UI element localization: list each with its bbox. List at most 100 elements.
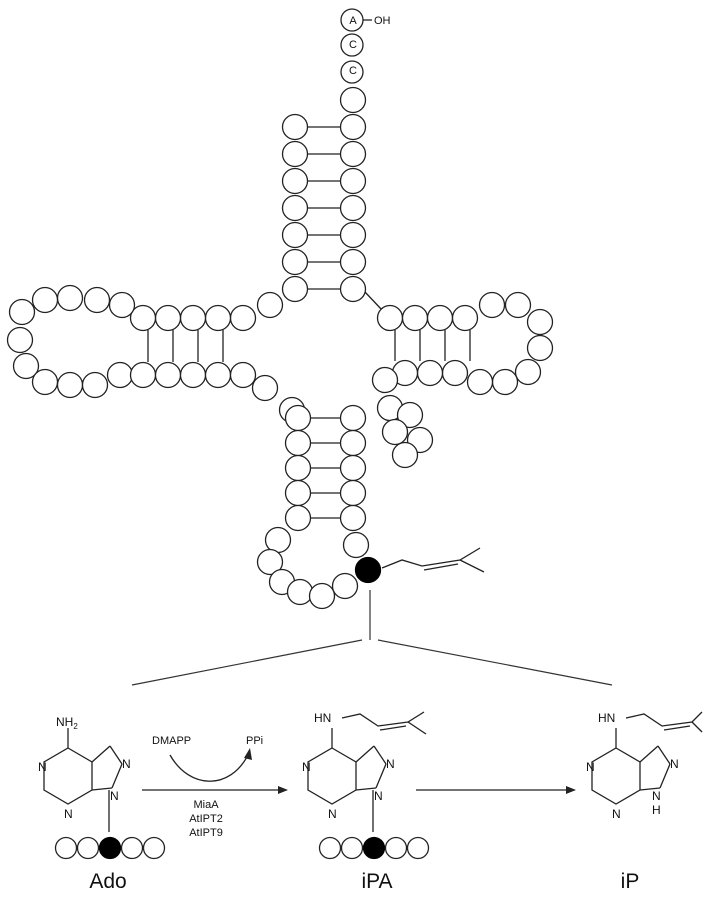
ado-strand-nucleotide (76, 836, 100, 860)
acceptor-stem-nucleotide (281, 167, 309, 195)
ip-h9: H (652, 803, 661, 817)
anticodon-stem-nucleotide (284, 479, 312, 507)
t-arm-nucleotide (416, 359, 444, 387)
anticodon-stem-nucleotide (284, 404, 312, 432)
d-arm-nucleotide (129, 361, 157, 389)
backbone-connector (364, 291, 383, 311)
ipa-strand-nucleotide (318, 836, 342, 860)
acceptor-oh: OH (374, 15, 391, 27)
ip-n7: N (670, 757, 679, 771)
acceptor-stem-nucleotide (339, 221, 367, 249)
ado-n7: N (122, 757, 131, 771)
d-arm-nucleotide (204, 361, 232, 389)
anticodon-loop-nucleotide (342, 531, 370, 559)
t-arm-nucleotide (526, 308, 554, 336)
acceptor-stem-nucleotide (281, 275, 309, 303)
ip-structure: HN N N N N H (586, 711, 703, 821)
ipa-strand-nucleotide (406, 836, 430, 860)
ipa-strand-nucleotide (362, 836, 386, 860)
acceptor-stem-nucleotide (339, 248, 367, 276)
t-arm-nucleotide (381, 418, 409, 446)
d-arm-nucleotide (83, 286, 111, 314)
ipa-n1: N (302, 760, 311, 774)
t-arm-nucleotide (504, 291, 532, 319)
anticodon-stem-nucleotide (339, 429, 367, 457)
enzyme-atipt2: AtIPT2 (189, 813, 223, 825)
d-arm-nucleotide (154, 304, 182, 332)
anticodon-stem-nucleotide (339, 454, 367, 482)
t-arm-nucleotide (426, 304, 454, 332)
acceptor-letter-c2: C (349, 65, 357, 77)
acceptor-stem-nucleotide (339, 194, 367, 222)
t-arm-nucleotide (526, 334, 554, 362)
d-arm-nucleotide (179, 361, 207, 389)
reaction-arrowhead-1 (278, 786, 288, 794)
anticodon-loop-nucleotide (264, 526, 292, 554)
anticodon-loop-nucleotide (308, 582, 336, 610)
acceptor-cca-nucleotide (340, 60, 364, 84)
adenosine-structure: NH2 N N N N (38, 715, 131, 832)
ipa-strand-nucleotide (340, 836, 364, 860)
acceptor-stem-nucleotide (281, 221, 309, 249)
trna-nucleotides (6, 8, 554, 610)
rna-strand-fragments (54, 836, 430, 860)
d-arm-nucleotide (31, 368, 59, 396)
zoom-line-left (131, 639, 363, 686)
cosubstrate-label: DMAPP (152, 735, 191, 747)
acceptor-letter-a: A (349, 15, 357, 27)
d-arm-nucleotide (229, 304, 257, 332)
t-arm-nucleotide (514, 358, 542, 386)
t-arm-nucleotide (451, 304, 479, 332)
d-arm-nucleotide (56, 371, 84, 399)
acceptor-stem-nucleotide (281, 194, 309, 222)
acceptor-stem-nucleotide (339, 275, 367, 303)
acceptor-stem-nucleotide (281, 113, 309, 141)
d-arm-nucleotide (154, 361, 182, 389)
cosubstrate-curve (169, 754, 249, 782)
d-arm-nucleotide (31, 286, 59, 314)
anticodon-stem-nucleotide (284, 504, 312, 532)
anticodon-loop-nucleotide (256, 548, 284, 576)
ipa-strand-nucleotide (384, 836, 408, 860)
modified-adenosine-a37 (354, 556, 382, 584)
anticodon-loop-nucleotide (286, 578, 314, 606)
t-arm-nucleotide (491, 368, 519, 396)
ip-amine: HN (598, 711, 615, 725)
ipa-amine: HN (314, 711, 331, 725)
d-arm-nucleotide (108, 291, 136, 319)
ado-strand-nucleotide (120, 836, 144, 860)
t-arm-nucleotide (466, 368, 494, 396)
anticodon-stem-nucleotide (284, 454, 312, 482)
d-arm-nucleotide (56, 284, 84, 312)
acceptor-stem-nucleotide (281, 140, 309, 168)
byproduct-label: PPi (246, 735, 263, 747)
t-arm-nucleotide (376, 304, 404, 332)
d-arm-nucleotide (251, 374, 279, 402)
d-arm-nucleotide (8, 298, 36, 326)
acceptor-stem-nucleotide (339, 113, 367, 141)
t-arm-nucleotide (396, 401, 424, 429)
acceptor-stem-nucleotide (339, 167, 367, 195)
ipa-n3: N (328, 807, 337, 821)
acceptor-cca-nucleotide (340, 33, 364, 57)
acceptor-stem-nucleotide (281, 248, 309, 276)
d-arm-nucleotide (129, 304, 157, 332)
anticodon-stem-nucleotide (339, 504, 367, 532)
cosubstrate-arrowhead (244, 748, 252, 760)
label-ipa: iPA (361, 870, 393, 893)
t-arm-nucleotide (391, 441, 419, 469)
d-arm-nucleotide (6, 326, 34, 354)
anticodon-stem-nucleotide (339, 479, 367, 507)
ado-n3: N (64, 807, 73, 821)
zoom-line-right (377, 639, 613, 686)
ip-n9: N (652, 789, 661, 803)
d-arm-nucleotide (204, 304, 232, 332)
ipa-structure: HN N N N N (302, 711, 427, 832)
ado-n9: N (110, 789, 119, 803)
ado-strand-nucleotide (98, 836, 122, 860)
isopentenyl-double-bond (423, 563, 459, 571)
enzyme-miaa: MiaA (193, 799, 219, 811)
ip-n3: N (612, 807, 621, 821)
ado-n1: N (38, 760, 47, 774)
